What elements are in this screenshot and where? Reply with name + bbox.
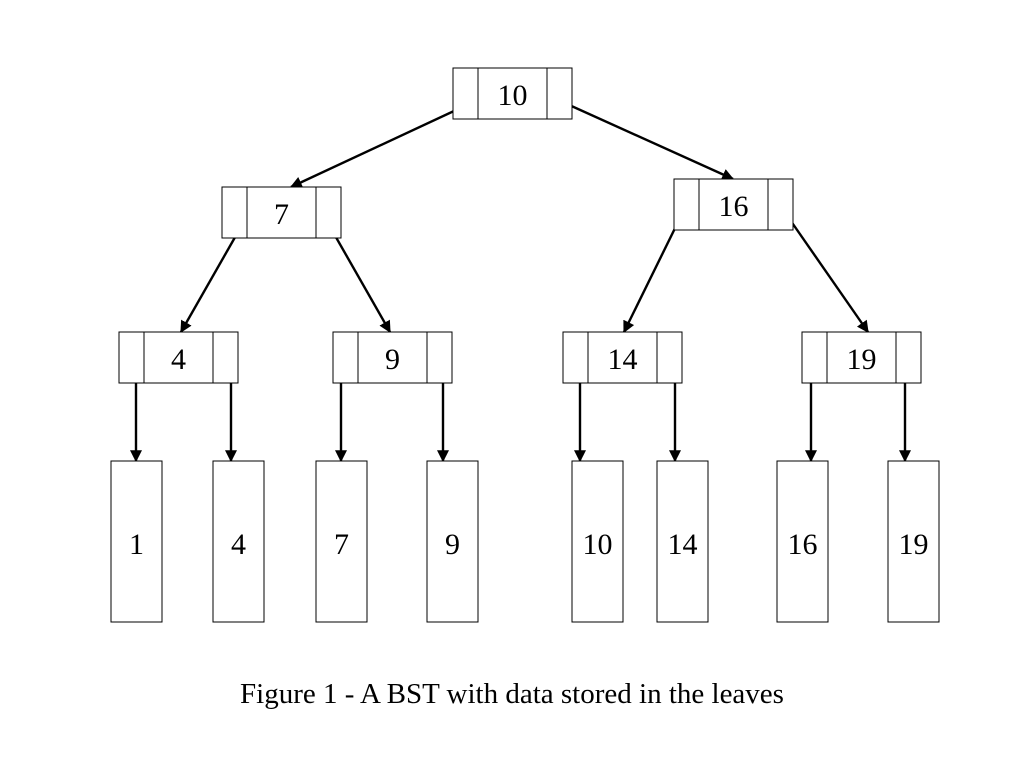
tree-node-left-right: 9 (332, 331, 453, 384)
node-key: 4 (171, 343, 186, 376)
edge-7-to-9 (331, 231, 392, 334)
tree-node-right: 16 (673, 178, 794, 231)
leaf-value: 4 (231, 528, 246, 561)
leaf-value: 16 (788, 528, 818, 561)
node-key: 10 (498, 79, 528, 112)
node-key: 16 (719, 190, 749, 223)
tree-node-left-left: 4 (118, 331, 239, 384)
node-key: 19 (847, 343, 877, 376)
leaf-node: 10 (571, 460, 624, 623)
leaf-node: 4 (212, 460, 265, 623)
figure-caption: Figure 1 - A BST with data stored in the… (240, 678, 784, 710)
leaf-node: 16 (776, 460, 829, 623)
leaf-node: 19 (887, 460, 940, 623)
edge-10-to-7 (289, 102, 470, 189)
edge-16-to-19 (785, 213, 869, 333)
node-key: 14 (608, 343, 638, 376)
tree-node-right-right: 19 (801, 331, 922, 384)
edge-16-to-14 (622, 213, 684, 334)
internal-nodes: 10 7 16 4 9 (118, 67, 922, 384)
node-key: 9 (385, 343, 400, 376)
leaf-value: 1 (129, 528, 144, 561)
node-key: 7 (274, 198, 289, 231)
leaf-value: 9 (445, 528, 460, 561)
leaf-value: 19 (899, 528, 929, 561)
tree-node-left: 7 (221, 186, 342, 239)
edge-7-to-4 (179, 231, 240, 334)
leaf-value: 7 (334, 528, 349, 561)
tree-node-root: 10 (452, 67, 573, 120)
leaf-node: 9 (426, 460, 479, 623)
leaf-node: 7 (315, 460, 368, 623)
leaf-nodes: 1 4 7 9 10 14 16 19 (110, 460, 940, 623)
tree-node-right-left: 14 (562, 331, 683, 384)
edge-10-to-16 (566, 102, 735, 181)
leaf-node: 14 (656, 460, 709, 623)
leaf-node: 1 (110, 460, 163, 623)
leaf-value: 10 (583, 528, 613, 561)
edges (130, 102, 911, 463)
leaf-value: 14 (668, 528, 698, 561)
